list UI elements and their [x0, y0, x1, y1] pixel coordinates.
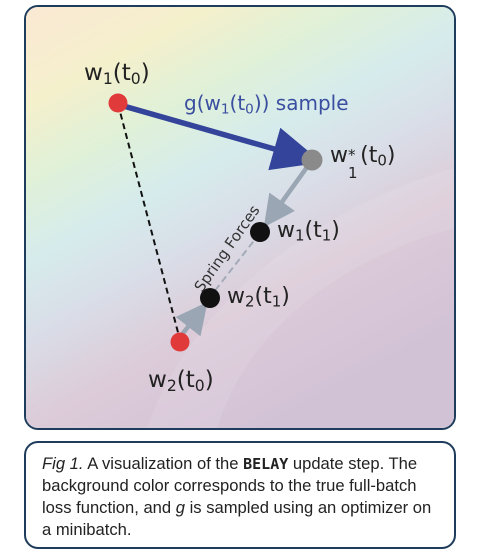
- caption-part2: update step. The background color corres…: [42, 454, 418, 517]
- label-w1-star-t0: w*1(t0): [330, 143, 396, 182]
- figure-caption: Fig 1. A visualization of the BELAY upda…: [42, 453, 438, 541]
- diagram-canvas: Spring Forces: [26, 7, 454, 428]
- point-w2-t0: [170, 332, 190, 352]
- label-gradient-sample: g(w1(t0)) sample: [184, 91, 349, 118]
- dashed-connection-line: [117, 103, 181, 341]
- caption-box: Fig 1. A visualization of the BELAY upda…: [24, 441, 456, 549]
- dashed-spring-line: [209, 232, 261, 298]
- caption-part1: A visualization of the: [83, 454, 244, 473]
- caption-part3: is sampled using an optimizer on a minib…: [42, 498, 432, 539]
- label-w1-t1: w1(t1): [277, 218, 340, 245]
- point-w1-star-t0: [301, 149, 323, 171]
- spring-arrow-w2: [175, 301, 208, 339]
- label-w1-t0: w1(t0): [84, 60, 150, 88]
- label-w2-t1: w2(t1): [227, 284, 290, 311]
- caption-lead: Fig 1.: [42, 454, 84, 473]
- point-w1-t0: [108, 93, 128, 113]
- spring-arrow-w1: [263, 161, 312, 228]
- diagram-panel: Spring Forces w1(t0) g(w1(t0)) sample w*…: [24, 5, 456, 430]
- caption-var: g: [175, 498, 185, 517]
- loss-background: [26, 7, 454, 428]
- point-w2-t1: [200, 288, 220, 308]
- caption-code: BELAY: [243, 455, 289, 473]
- point-w1-t1: [250, 222, 270, 242]
- label-w2-t0: w2(t0): [148, 367, 214, 395]
- loss-contour-band: [147, 168, 454, 428]
- gradient-sample-arrow: [119, 102, 322, 171]
